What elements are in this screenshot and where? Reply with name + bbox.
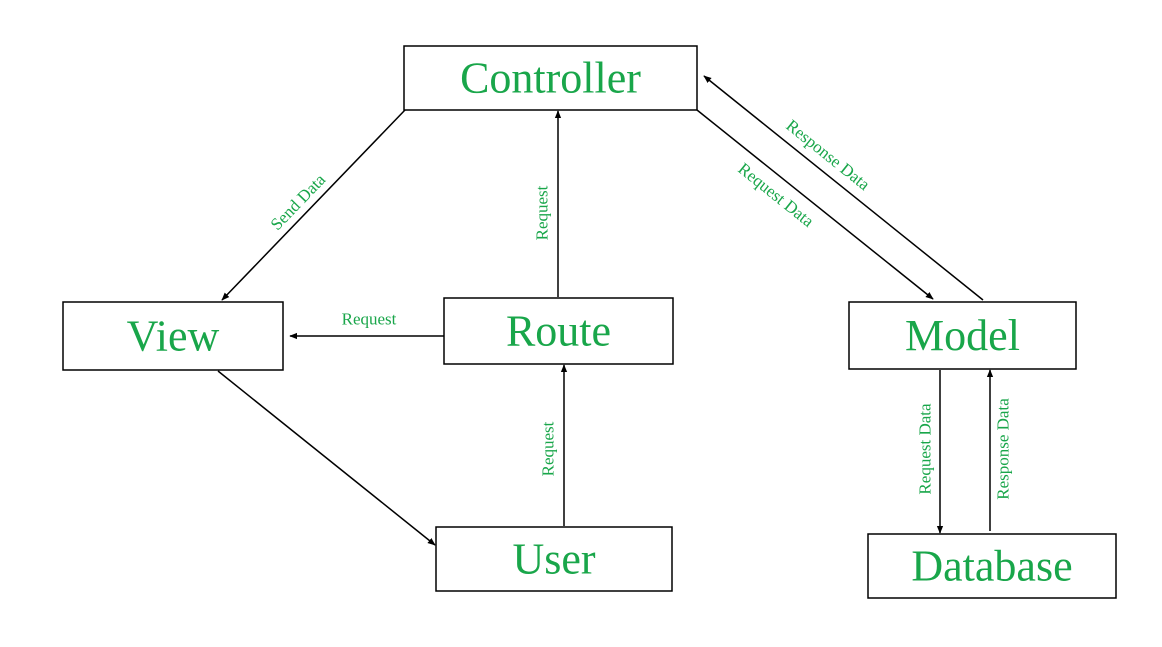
edges: [217, 75, 994, 546]
label-database-to-model-response-data: Response Data: [994, 398, 1013, 500]
node-database-label: Database: [911, 542, 1072, 591]
edge-controller-to-model: [696, 109, 934, 300]
label-route-to-controller-request: Request: [533, 185, 552, 240]
node-view: View: [62, 301, 284, 371]
node-user-label: User: [512, 535, 595, 584]
edge-view-to-user: [217, 370, 436, 546]
label-send-data: Send Data: [267, 170, 330, 234]
edge-controller-to-view: [221, 109, 406, 301]
node-view-label: View: [127, 312, 220, 361]
node-route-label: Route: [506, 307, 611, 356]
node-model: Model: [848, 301, 1077, 370]
label-controller-to-model-request-data: Request Data: [735, 159, 818, 231]
node-database: Database: [867, 533, 1117, 599]
label-model-to-controller-response-data: Response Data: [782, 116, 873, 195]
node-controller: Controller: [403, 45, 698, 111]
label-user-to-route-request: Request: [539, 421, 558, 476]
node-route: Route: [443, 297, 674, 365]
label-model-to-database-request-data: Request Data: [916, 403, 935, 495]
label-route-to-view-request: Request: [342, 310, 397, 329]
node-controller-label: Controller: [460, 54, 641, 103]
edge-model-to-controller: [703, 75, 984, 301]
node-model-label: Model: [905, 311, 1020, 360]
node-user: User: [435, 526, 673, 592]
